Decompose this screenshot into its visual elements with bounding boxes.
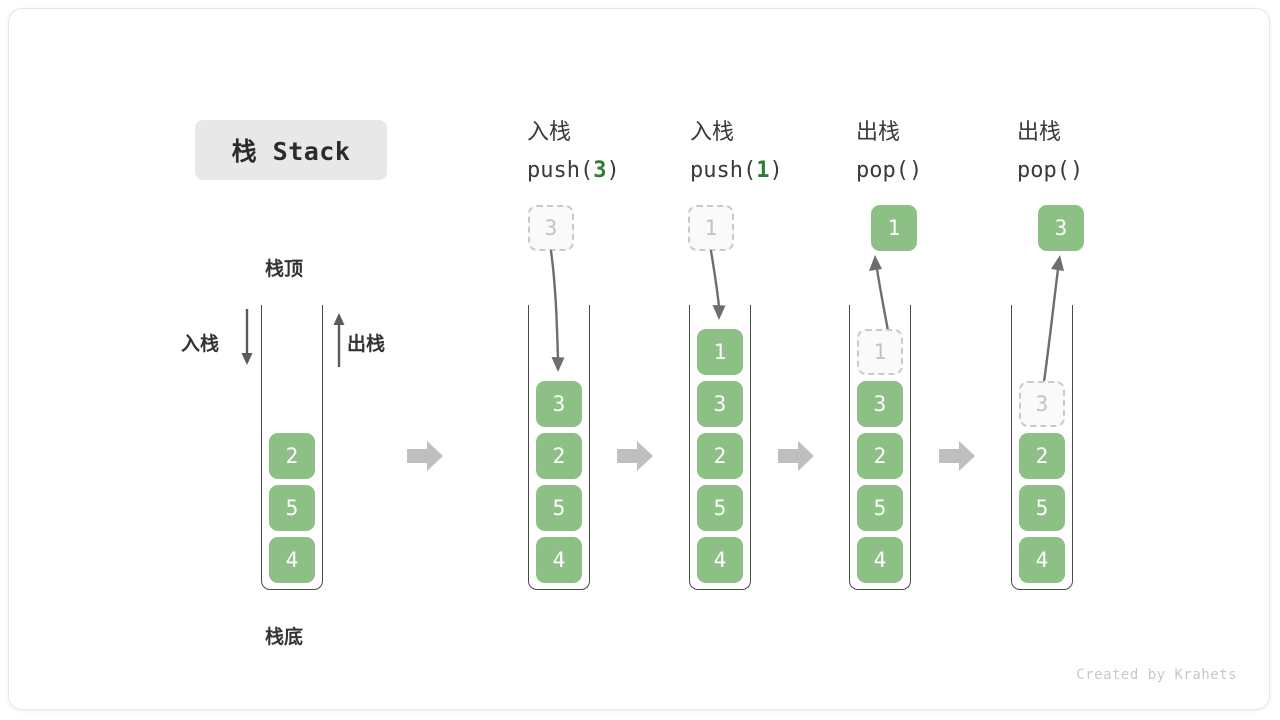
stack-cell: 4 xyxy=(697,537,743,583)
pop-flow-arrow xyxy=(1041,255,1064,391)
credit-text: Created by Krahets xyxy=(1076,667,1237,683)
stack-bottom-label: 栈底 xyxy=(265,627,304,648)
stack-cell: 4 xyxy=(857,537,903,583)
stack-container-push-3 xyxy=(528,305,590,590)
stack-cells-pop-1: 1 3 2 5 4 xyxy=(849,305,911,590)
stack-cell: 5 xyxy=(697,485,743,531)
column-head-push-1: 入栈 push(1) xyxy=(690,112,783,190)
stack-cell: 3 xyxy=(697,381,743,427)
flow-arrow-icon xyxy=(617,441,653,471)
title-badge: 栈 Stack xyxy=(195,120,387,180)
column-head-pop-1: 出栈 pop() xyxy=(856,112,922,190)
stack-top-label: 栈顶 xyxy=(265,259,304,280)
stack-cells-push-3: 3 2 5 4 xyxy=(528,305,590,590)
stack-cell: 5 xyxy=(536,485,582,531)
stack-cell: 2 xyxy=(697,433,743,479)
column-head-push-3: 入栈 push(3) xyxy=(527,112,620,190)
ghost-cell-incoming: 1 xyxy=(688,205,734,251)
stack-container-pop-1 xyxy=(849,305,911,590)
stack-cells-pop-3: 3 2 5 4 xyxy=(1011,305,1073,590)
flow-arrow-icon xyxy=(407,441,443,471)
column-head-code: push(3) xyxy=(527,158,620,183)
ghost-cell-incoming: 3 xyxy=(528,205,574,251)
stack-cell: 3 xyxy=(536,381,582,427)
stack-cell: 5 xyxy=(857,485,903,531)
column-head-pop-3: 出栈 pop() xyxy=(1017,112,1083,190)
ghost-cell-outgoing: 3 xyxy=(1019,381,1065,427)
stack-cell: 5 xyxy=(269,485,315,531)
stack-container-push-1 xyxy=(689,305,751,590)
push-direction-arrow xyxy=(241,309,253,365)
stack-container-initial xyxy=(261,305,323,590)
flow-arrow-icon xyxy=(778,441,814,471)
ghost-cell-outgoing: 1 xyxy=(857,329,903,375)
popped-cell-result: 3 xyxy=(1038,205,1084,251)
push-flow-arrow xyxy=(709,249,726,320)
push-side-label: 入栈 xyxy=(181,334,220,355)
column-head-code: pop() xyxy=(1017,158,1084,183)
stack-cell: 2 xyxy=(1019,433,1065,479)
pop-direction-arrow xyxy=(333,313,345,367)
stack-cell: 2 xyxy=(269,433,315,479)
stack-cell: 1 xyxy=(697,329,743,375)
stack-cell: 5 xyxy=(1019,485,1065,531)
stack-cell: 3 xyxy=(857,381,903,427)
column-head-cjk: 出栈 xyxy=(856,119,901,144)
popped-cell-result: 1 xyxy=(871,205,917,251)
stack-container-pop-3 xyxy=(1011,305,1073,590)
stack-cells-push-1: 1 3 2 5 4 xyxy=(689,305,751,590)
column-head-cjk: 出栈 xyxy=(1017,119,1062,144)
stack-cell: 2 xyxy=(536,433,582,479)
column-head-cjk: 入栈 xyxy=(527,119,572,144)
diagram-card: 栈 Stack 栈顶 入栈 出栈 2 5 4 栈底 入栈 push(3) 3 3… xyxy=(8,8,1270,710)
column-head-code: push(1) xyxy=(690,158,783,183)
column-head-code: pop() xyxy=(856,158,923,183)
push-flow-arrow xyxy=(549,249,565,372)
stack-cells-initial: 2 5 4 xyxy=(261,305,323,590)
flow-arrow-icon xyxy=(939,441,975,471)
stack-cell: 2 xyxy=(857,433,903,479)
pop-side-label: 出栈 xyxy=(347,334,386,355)
stack-cell: 4 xyxy=(536,537,582,583)
stack-cell: 4 xyxy=(1019,537,1065,583)
column-head-cjk: 入栈 xyxy=(690,119,735,144)
stack-cell: 4 xyxy=(269,537,315,583)
